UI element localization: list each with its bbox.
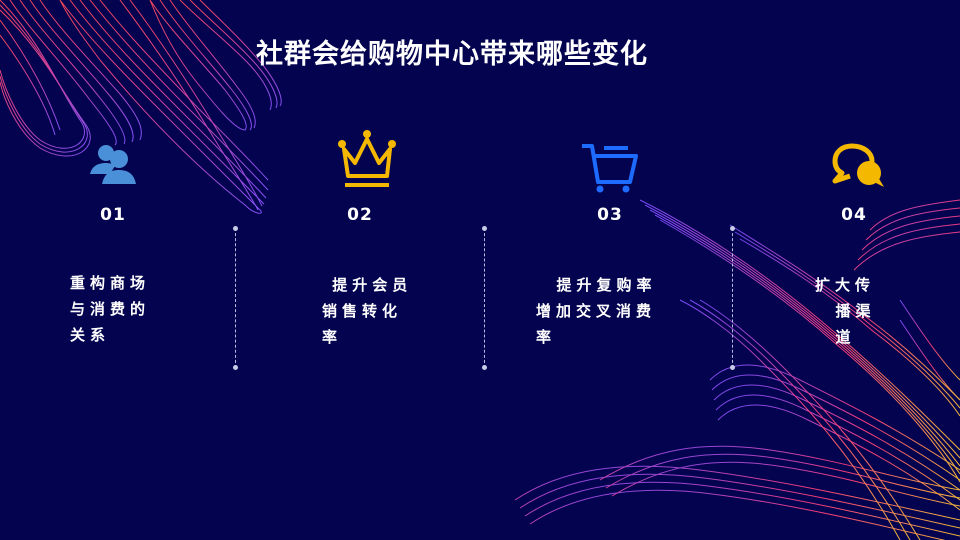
divider-line [482, 226, 487, 370]
divider-line [233, 226, 238, 370]
chat-bubbles-icon [832, 143, 884, 187]
slide-title: 社群会给购物中心带来哪些变化 [256, 39, 648, 70]
users-icon [90, 145, 136, 184]
item-description: 提升复购率 增加交叉消费 率 [536, 276, 657, 346]
item-description: 重构商场 与消费的 关系 [70, 274, 151, 344]
shopping-cart-icon [582, 144, 638, 193]
item-description: 提升会员 销售转化 率 [322, 276, 413, 346]
item-number: 01 [100, 205, 126, 225]
item-description: 扩大传 播渠 道 [815, 276, 876, 346]
divider-line [730, 226, 735, 370]
crown-icon [338, 130, 396, 187]
item-number: 04 [841, 205, 867, 225]
item-number: 02 [347, 205, 373, 225]
item-number: 03 [597, 205, 623, 225]
